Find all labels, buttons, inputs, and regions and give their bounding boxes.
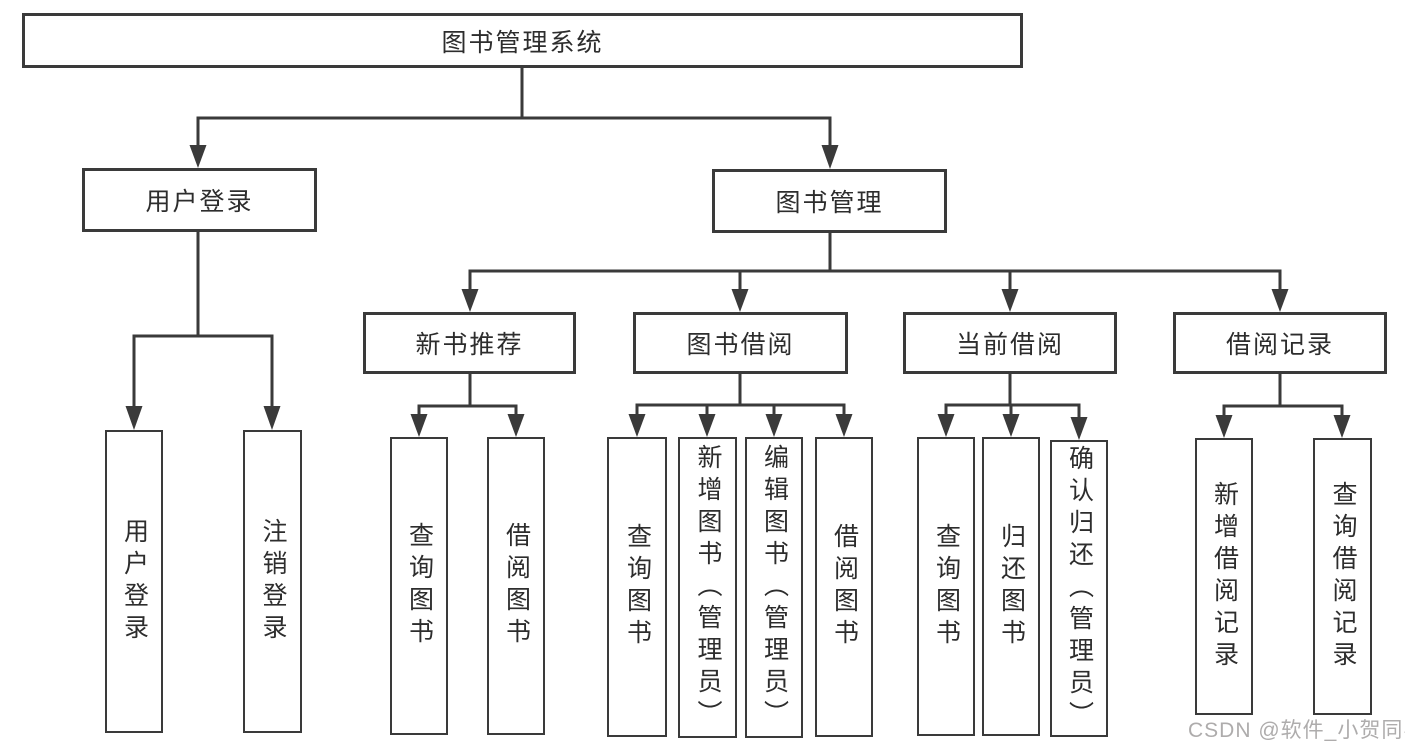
leaf-borrow-book: 借阅图书 bbox=[815, 437, 873, 737]
node-borrowing-records: 借阅记录 bbox=[1173, 312, 1387, 374]
leaf-query-borrow-record: 查询借阅记录 bbox=[1313, 438, 1372, 715]
node-book-borrowing: 图书借阅 bbox=[633, 312, 848, 374]
leaf-user-login: 用户登录 bbox=[105, 430, 163, 733]
leaf-add-book-admin: 新增图书（管理员） bbox=[678, 437, 737, 738]
leaf-logout: 注销登录 bbox=[243, 430, 302, 733]
node-new-book-recommend: 新书推荐 bbox=[363, 312, 576, 374]
node-user-login: 用户登录 bbox=[82, 168, 317, 232]
leaf-query-book-current: 查询图书 bbox=[917, 437, 975, 736]
leaf-query-book-recommend: 查询图书 bbox=[390, 437, 448, 735]
leaf-borrow-book-recommend: 借阅图书 bbox=[487, 437, 545, 735]
leaf-add-borrow-record: 新增借阅记录 bbox=[1195, 438, 1253, 715]
csdn-watermark: CSDN @软件_小贺同学 bbox=[1188, 719, 1405, 742]
node-current-borrowing: 当前借阅 bbox=[903, 312, 1117, 374]
leaf-query-book-borrowing: 查询图书 bbox=[607, 437, 667, 737]
leaf-return-book: 归还图书 bbox=[982, 437, 1040, 736]
node-book-management: 图书管理 bbox=[712, 169, 947, 233]
leaf-edit-book-admin: 编辑图书（管理员） bbox=[745, 437, 803, 738]
leaf-confirm-return-admin: 确认归还（管理员） bbox=[1050, 440, 1108, 737]
node-library-management-system: 图书管理系统 bbox=[22, 13, 1023, 68]
